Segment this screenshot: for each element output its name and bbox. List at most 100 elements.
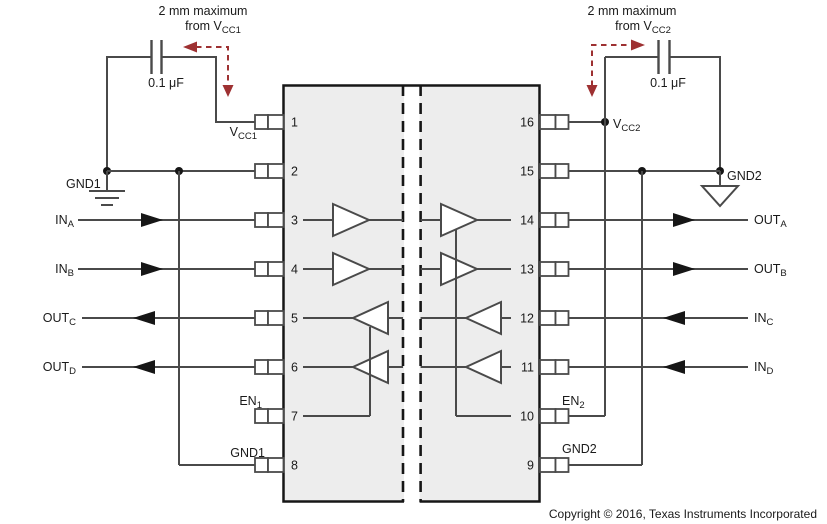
pin-box — [254, 114, 269, 130]
arrow-down-icon — [586, 85, 598, 97]
labels: 2 mm maximum from VCC1 2 mm maximum from… — [43, 4, 817, 521]
pin-number: 3 — [291, 214, 298, 228]
note-left-line2: from VCC1 — [185, 19, 241, 36]
out-c-label: OUTC — [43, 311, 76, 328]
out-d-label: OUTD — [43, 360, 76, 377]
pin-box — [267, 359, 285, 375]
pin-number: 15 — [520, 165, 534, 179]
pin-box — [254, 163, 269, 179]
pin-box — [267, 114, 285, 130]
gnd1-bottom-label: GND1 — [230, 446, 265, 460]
pin-box — [554, 163, 570, 179]
arrow-down-icon — [222, 85, 234, 97]
arrow-left-icon — [183, 41, 197, 53]
pin-box — [254, 359, 269, 375]
pin-box — [539, 457, 557, 473]
en2-label: EN2 — [562, 394, 585, 411]
pin-number: 2 — [291, 165, 298, 179]
ic-package — [282, 84, 541, 504]
pin-number: 16 — [520, 116, 534, 130]
gnd2-bottom-label: GND2 — [562, 442, 597, 456]
pin-box — [267, 163, 285, 179]
isolation-gap — [404, 87, 420, 504]
pin-box — [539, 408, 557, 424]
pin-number: 5 — [291, 312, 298, 326]
pin-box — [539, 359, 557, 375]
pins-right: 16 15 14 13 12 11 10 — [520, 114, 570, 473]
vcc1-label: VCC1 — [230, 125, 257, 142]
pin-box — [554, 212, 570, 228]
pin-15: 15 — [520, 163, 570, 179]
pin-16: 16 — [520, 114, 570, 130]
buffer-channel-a-left — [332, 202, 372, 238]
pin-box — [267, 261, 285, 277]
pin-number: 12 — [520, 312, 534, 326]
pin-box — [539, 261, 557, 277]
pin-number: 8 — [291, 459, 298, 473]
gnd1-top-label: GND1 — [66, 177, 101, 191]
buffer-channel-a-right — [440, 202, 480, 238]
pin-box — [554, 408, 570, 424]
buffer-channel-b-left — [332, 251, 372, 287]
pin-2: 2 — [254, 163, 298, 179]
pin-box — [554, 457, 570, 473]
in-a-label: INA — [55, 213, 75, 230]
pin-box — [254, 408, 269, 424]
distance-annotation-left — [183, 41, 234, 97]
pin-number: 10 — [520, 410, 534, 424]
pin-box — [254, 212, 269, 228]
pin-box — [554, 359, 570, 375]
pin-12: 12 — [520, 310, 570, 326]
vcc2-label: VCC2 — [613, 117, 640, 134]
gnd2-top-label: GND2 — [727, 169, 762, 183]
pin-box — [554, 261, 570, 277]
pin-box — [554, 114, 570, 130]
arrow-left-icon — [133, 311, 155, 325]
side2-external — [568, 40, 748, 466]
pin-box — [539, 212, 557, 228]
in-d-label: IND — [754, 360, 774, 377]
pin-7: 7 — [254, 408, 298, 424]
pin-box — [254, 457, 269, 473]
pin-number: 11 — [521, 361, 534, 375]
arrow-right-icon — [673, 213, 695, 227]
cap2-value: 0.1 μF — [650, 76, 686, 90]
out-b-label: OUTB — [754, 262, 787, 279]
in-c-label: INC — [754, 311, 774, 328]
in-b-label: INB — [55, 262, 74, 279]
cap1-value: 0.1 μF — [148, 76, 184, 90]
pin-1: 1 — [254, 114, 298, 130]
pin-box — [539, 163, 557, 179]
pin-number: 9 — [527, 459, 534, 473]
arrow-right-icon — [141, 262, 163, 276]
pin-box — [254, 261, 269, 277]
signal-ground-icon — [699, 185, 741, 208]
pin-8: 8 — [254, 457, 298, 473]
arrow-left-icon — [663, 360, 685, 374]
pin-number: 13 — [520, 263, 534, 277]
pin-number: 6 — [291, 361, 298, 375]
pin-3: 3 — [254, 212, 298, 228]
buffer-channel-b-right — [440, 251, 480, 287]
pin-box — [267, 310, 285, 326]
pin-box — [254, 310, 269, 326]
cap2-loop-right — [670, 56, 721, 171]
dashed-dimension-line — [591, 44, 635, 86]
note-left-line1: 2 mm maximum — [159, 4, 248, 18]
pin-box — [554, 310, 570, 326]
side1-external — [78, 40, 255, 466]
pin-number: 7 — [291, 410, 298, 424]
arrow-right-icon — [673, 262, 695, 276]
dashed-dimension-line — [186, 46, 229, 86]
arrow-left-icon — [133, 360, 155, 374]
internal-channels — [303, 202, 511, 417]
pin-box — [267, 408, 285, 424]
pin-4: 4 — [254, 261, 298, 277]
en1-label: EN1 — [239, 394, 262, 411]
arrow-left-icon — [663, 311, 685, 325]
pin-number: 4 — [291, 263, 298, 277]
out-a-label: OUTA — [754, 213, 787, 230]
note-right-line2: from VCC2 — [615, 19, 671, 36]
